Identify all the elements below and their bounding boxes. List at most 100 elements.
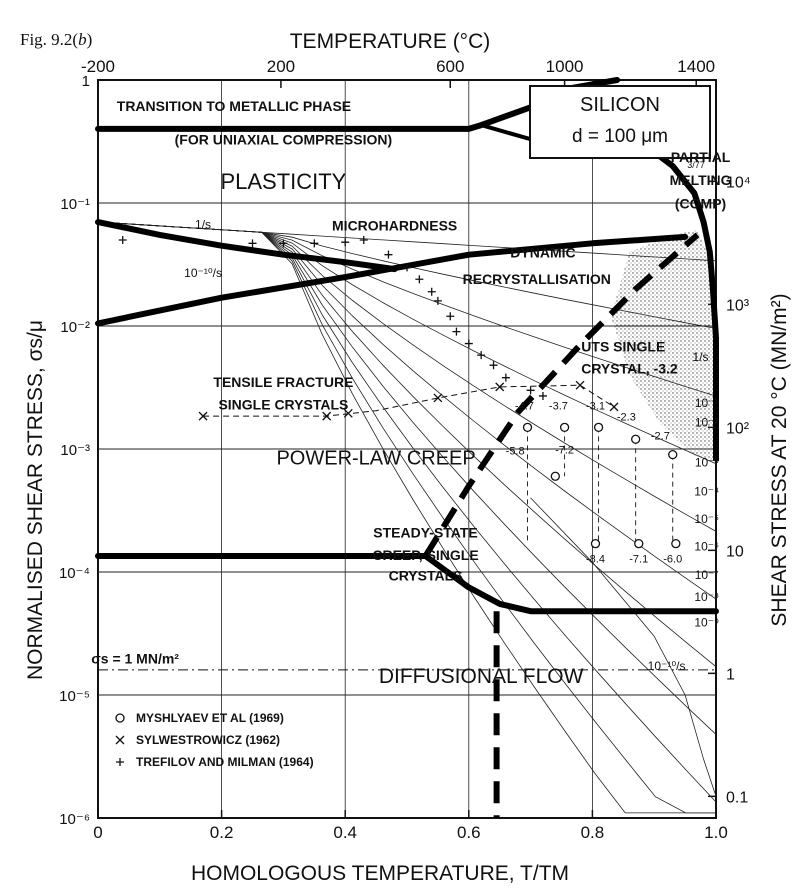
gridlines [97, 80, 717, 818]
field-label: RECRYSTALLISATION [463, 271, 611, 287]
top-tick-label: 1400 [677, 57, 715, 76]
y-tick-label: 10⁻³ [60, 442, 90, 459]
right-tick-label: 10² [726, 420, 750, 437]
y-tick-label: 1 [82, 73, 90, 90]
x-tick-label: 0 [93, 823, 102, 842]
field-label: (COMP) [675, 196, 726, 212]
strain-rate-label: 10⁻⁸ [694, 590, 719, 604]
circle-data-point [590, 539, 601, 549]
plus-data-point [526, 386, 535, 395]
field-label: CRYSTALS [389, 568, 463, 584]
x-tick-label: 0.4 [333, 823, 357, 842]
cross-data-point [322, 411, 332, 421]
map-code-label: 3/77 [687, 160, 705, 170]
cross-data-point [198, 411, 208, 421]
y-tick-label: 10⁻⁴ [59, 565, 90, 582]
legend-label: SYLWESTROWICZ (1962) [136, 733, 280, 747]
point-value-label: -3.1 [586, 400, 605, 412]
field-label: STEADY-STATE [373, 525, 478, 541]
plus-data-point [433, 296, 442, 305]
circle-data-point [634, 539, 644, 549]
circle-data-point [631, 434, 641, 444]
strain-rate-label: 10⁻¹⁰/s [648, 659, 686, 673]
cross-data-point [495, 382, 505, 392]
y-tick-label: 10⁻¹ [60, 196, 90, 213]
right-tick-label: 10⁴ [726, 174, 751, 191]
circle-data-point [522, 422, 533, 432]
strain-rate-label: 10⁻¹ [695, 396, 719, 410]
strain-rate-label: 10⁻⁹ [694, 616, 719, 630]
caption-panel: b [78, 30, 87, 49]
data-points [118, 236, 681, 549]
field-label: PARTIAL [671, 149, 731, 165]
field-label: SINGLE CRYSTALS [218, 396, 348, 412]
legend-marker-circle [115, 713, 125, 723]
cross-data-point [609, 402, 619, 412]
legend-label: TREFILOV AND MILMAN (1964) [136, 755, 314, 769]
field-label: TENSILE FRACTURE [213, 374, 353, 390]
plus-data-point [452, 327, 461, 336]
field-label: DYNAMIC [510, 245, 575, 261]
plus-data-point [538, 391, 547, 400]
creep-diffusion-boundary [95, 553, 719, 615]
circle-data-point [559, 422, 570, 432]
field-label: CREEP, SINGLE [372, 547, 478, 563]
plus-data-point [446, 312, 455, 321]
field-label: MICROHARDNESS [332, 217, 457, 233]
legend-marker-cross [115, 735, 125, 745]
point-value-label: -7.1 [629, 553, 648, 565]
dashed-creep-plasticity-boundary [422, 232, 700, 558]
point-value-label: -4.7 [515, 400, 534, 412]
right-tick-label: 1 [726, 666, 735, 683]
plus-data-point [489, 361, 498, 370]
strain-rate-label: 10⁻³ [695, 456, 719, 470]
x-tick-label: 0.8 [581, 823, 605, 842]
circle-data-point [671, 539, 681, 549]
y-tick-label: 10⁻⁶ [59, 811, 90, 828]
circle-data-point [550, 471, 560, 481]
plus-data-point [118, 236, 127, 245]
material-label: SILICON [580, 94, 660, 116]
x-tick-label: 0.6 [457, 823, 481, 842]
y-tick-label: 10⁻⁵ [59, 688, 90, 705]
top-axis-title: TEMPERATURE (°C) [290, 30, 491, 53]
cross-data-point [433, 393, 443, 403]
plus-data-point [248, 239, 257, 248]
point-value-label: -7.2 [555, 444, 574, 456]
right-tick-label: 0.1 [726, 789, 748, 806]
point-value-label: -3.7 [549, 400, 568, 412]
plus-data-point [501, 373, 510, 382]
field-label: TRANSITION TO METALLIC PHASE [117, 98, 351, 114]
circle-data-point [593, 422, 604, 432]
material-box [529, 85, 711, 159]
strain-rate-label: 1/s [195, 218, 211, 232]
top-tick-label: -200 [81, 57, 115, 76]
left-axis-title: NORMALISED SHEAR STRESS, σs/μ [24, 320, 47, 680]
plus-data-point [310, 239, 319, 248]
strain-rate-label: 10⁻⁶ [694, 539, 719, 553]
strain-rate-contour [110, 222, 716, 814]
plus-data-point [403, 263, 411, 272]
legend-marker-plus [116, 758, 124, 766]
legend-label: MYSHLYAEV ET AL (1969) [136, 711, 284, 725]
plus-data-point [341, 238, 350, 247]
point-value-label: -8.4 [586, 553, 605, 565]
grain-size-label: d = 100 μm [572, 126, 668, 147]
plus-data-point [427, 287, 436, 296]
top-tick-label: 200 [267, 57, 295, 76]
point-value-label: -5.8 [506, 446, 525, 458]
plus-data-point [477, 351, 486, 360]
field-label: UTS SINGLE [581, 339, 665, 355]
top-tick-label: 1000 [546, 57, 584, 76]
field-label: DIFFUSIONAL FLOW [379, 665, 584, 688]
right-axis-title: SHEAR STRESS AT 20 °C (MN/m²) [768, 293, 791, 626]
point-value-label: -2.7 [651, 430, 670, 442]
strain-rate-label: 10⁻⁷ [695, 568, 719, 582]
y-tick-label: 10⁻² [60, 319, 90, 336]
plus-data-point [384, 250, 393, 259]
yield-upper-boundary [95, 219, 398, 273]
field-label: MELTING [670, 172, 732, 188]
field-label: σs = 1 MN/m² [91, 651, 179, 667]
field-label: PLASTICITY [220, 169, 346, 194]
